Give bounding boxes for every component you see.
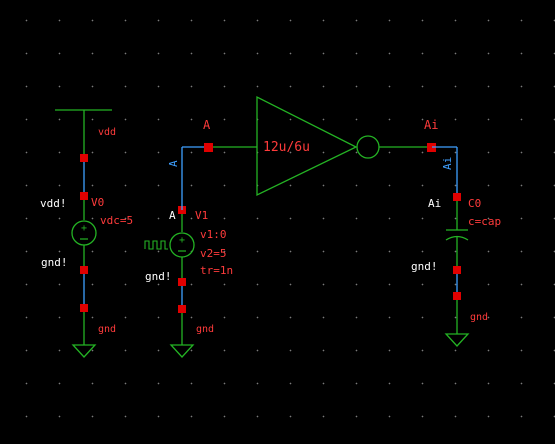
v1-instance-name: V1 — [195, 209, 208, 222]
v1-pin[interactable] — [178, 305, 186, 313]
v1-bottom-net-label: gnd! — [145, 270, 172, 283]
v0-pin[interactable] — [80, 154, 88, 162]
pulse-waveform-icon — [144, 240, 168, 250]
c0-pin[interactable] — [453, 266, 461, 274]
inverter-input-net-label: A — [203, 118, 211, 132]
net-a-wire-label: A — [167, 160, 180, 167]
inverter-output-pin[interactable] — [427, 143, 436, 152]
inverter-output-bubble — [356, 135, 380, 159]
v1-param-tr: tr=1n — [200, 264, 233, 277]
v0-param-vdc: vdc=5 — [100, 214, 133, 227]
v0-pin[interactable] — [80, 192, 88, 200]
inverter-size-label: 12u/6u — [263, 140, 310, 155]
inverter[interactable]: 12u/6u A Ai — [203, 95, 438, 197]
vdc-source-v0[interactable]: + vdd vdd! V0 vdc=5 gnd! gnd — [40, 109, 133, 358]
inverter-input-pin[interactable] — [204, 143, 213, 152]
pulse-source-v1[interactable]: + A V1 v1:0 v2=5 tr=1n gnd! gnd — [144, 206, 233, 358]
v1-param-v1: v1:0 — [200, 228, 227, 241]
v1-plus-sign: + — [179, 235, 185, 246]
c0-pin[interactable] — [453, 193, 461, 201]
net-a-wire[interactable]: A — [167, 146, 208, 210]
v1-param-v2: v2=5 — [200, 247, 227, 260]
v0-pin[interactable] — [80, 304, 88, 312]
v1-ground-icon — [169, 344, 195, 358]
v1-ground-label: gnd — [196, 324, 214, 335]
c0-ground-label: gnd — [470, 312, 488, 323]
net-ai-wire-label: Ai — [441, 157, 454, 170]
c0-ground-icon — [444, 333, 470, 347]
c0-top-net-label: Ai — [428, 197, 441, 210]
inverter-triangle — [256, 95, 358, 197]
v0-ground-label: gnd — [98, 324, 116, 335]
c0-instance-name: C0 — [468, 197, 481, 210]
v0-plus-sign: + — [81, 223, 87, 234]
c0-param-cap: c=cap — [468, 215, 501, 228]
v0-instance-name: V0 — [91, 196, 104, 209]
inverter-output-net-label: Ai — [424, 118, 438, 132]
net-ai-wire[interactable]: Ai — [432, 146, 458, 197]
c0-pin[interactable] — [453, 292, 461, 300]
c0-bottom-net-label: gnd! — [411, 260, 438, 273]
capacitor-c0[interactable]: Ai C0 c=cap gnd! gnd — [411, 193, 501, 347]
v0-top-net-label: vdd! — [40, 197, 67, 210]
v0-ground-icon — [71, 344, 97, 358]
v0-pin[interactable] — [80, 266, 88, 274]
v1-net-label: A — [169, 209, 176, 222]
vdd-supply-label: vdd — [98, 127, 116, 138]
v0-bottom-net-label: gnd! — [41, 256, 68, 269]
v1-pin[interactable] — [178, 278, 186, 286]
